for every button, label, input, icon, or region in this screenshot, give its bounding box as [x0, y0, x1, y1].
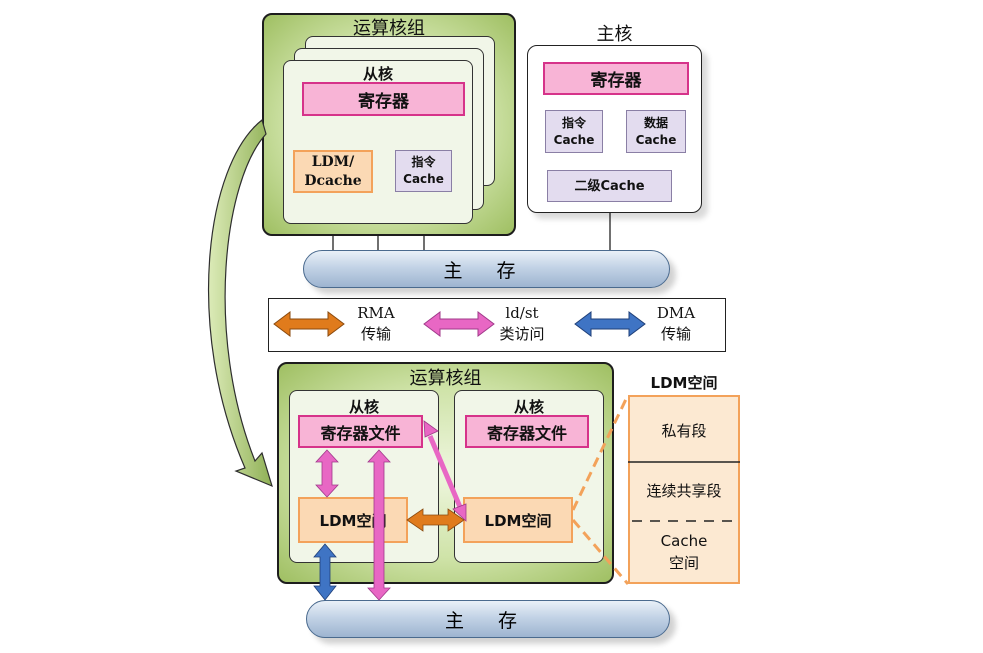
ldst-legend-label: ld/st 类访问	[499, 304, 545, 343]
zoom-line-bottom	[571, 519, 630, 585]
dma-ldm-memory-arrow	[313, 543, 337, 601]
bottom-slave2-title: 从核	[513, 398, 544, 416]
master-core-title: 主核	[596, 24, 633, 45]
ldm-detail-panel	[628, 395, 740, 584]
zoom-line-top	[571, 394, 630, 511]
rma-legend-label: RMA 传输	[357, 304, 395, 343]
bottom-slave1-title: 从核	[348, 398, 379, 416]
master-dcache: 数据 Cache	[626, 110, 686, 153]
top-slave-ldm-dcache: LDM/ Dcache	[293, 150, 373, 193]
dma-legend-label: DMA 传输	[656, 304, 696, 343]
legend-box	[268, 298, 726, 352]
ldst-legend-arrow	[423, 311, 495, 337]
rma-ldm-arrow	[406, 508, 465, 532]
ldm-shared-segment: 连续共享段	[646, 481, 722, 500]
master-l2-cache: 二级Cache	[547, 170, 672, 202]
ldst-reg-to-ldm-arrow	[315, 449, 339, 498]
top-slave-icache: 指令 Cache	[395, 150, 452, 192]
ldm-private-segment: 私有段	[661, 421, 707, 440]
master-register: 寄存器	[543, 62, 689, 95]
master-icache: 指令 Cache	[545, 110, 603, 153]
expansion-curved-arrow	[208, 118, 273, 488]
top-cluster-title: 运算核组	[353, 18, 425, 39]
bottom-slave1-register-file: 寄存器文件	[298, 415, 423, 448]
bottom-cluster-title: 运算核组	[409, 368, 482, 389]
dma-legend-arrow	[574, 311, 646, 337]
ldst-reg-to-memory-arrow	[367, 449, 391, 601]
bottom-slave2-register-file: 寄存器文件	[465, 415, 589, 448]
bottom-slave1-ldm: LDM空间	[298, 497, 408, 543]
rma-legend-arrow	[273, 311, 345, 337]
top-slave-register: 寄存器	[302, 82, 465, 116]
top-slave-title: 从核	[362, 65, 393, 83]
bottom-main-memory: 主 存	[306, 600, 670, 638]
top-main-memory: 主 存	[303, 250, 670, 288]
ldm-detail-title: LDM空间	[650, 374, 718, 392]
ldst-diagonal-arrow	[423, 420, 467, 522]
ldm-cache-space: Cache 空间	[660, 532, 708, 572]
bottom-slave2-ldm: LDM空间	[463, 497, 573, 543]
